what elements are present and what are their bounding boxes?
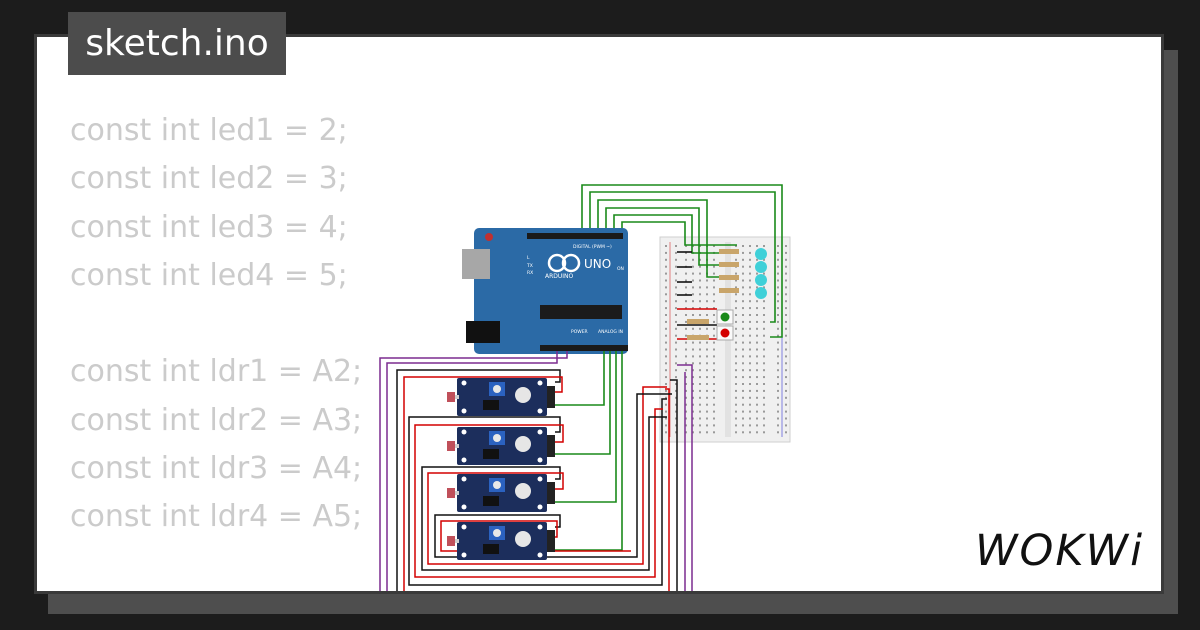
l-label: L xyxy=(527,255,530,261)
circuit-diagram: UNO ARDUINO DIGITAL (PWM ~) ANALOG IN PO… xyxy=(379,184,791,591)
file-name-tab[interactable]: sketch.ino xyxy=(68,12,286,75)
project-card[interactable]: const int led1 = 2; const int led2 = 3; co… xyxy=(34,34,1164,594)
arduino-brand: UNO xyxy=(584,257,611,271)
tx-label: TX xyxy=(526,263,533,269)
led-1 xyxy=(755,248,767,260)
code-line: const int ldr4 = A5; xyxy=(70,499,363,535)
wokwi-logo-text: WOKWi xyxy=(975,526,1144,576)
code-line: const int led4 = 5; xyxy=(70,257,348,293)
led-3 xyxy=(755,274,767,286)
code-line: const int led3 = 4; xyxy=(70,209,348,245)
code-line: const int led1 = 2; xyxy=(70,113,348,148)
digital-wires xyxy=(581,184,783,340)
analog-wires xyxy=(555,351,623,551)
digital-label: DIGITAL (PWM ~) xyxy=(573,244,612,250)
red-button xyxy=(720,328,730,338)
code-line: const int ldr1 = A2; xyxy=(70,354,363,390)
code-preview: const int led1 = 2; const int led2 = 3; co… xyxy=(70,107,446,591)
ldr-modules xyxy=(447,378,555,560)
led-2 xyxy=(755,261,767,273)
green-button xyxy=(720,312,730,322)
power-label: POWER xyxy=(571,329,588,335)
ldr-module-4 xyxy=(447,522,555,560)
arduino-uno: UNO ARDUINO DIGITAL (PWM ~) ANALOG IN PO… xyxy=(462,228,628,354)
code-line: const int ldr3 = A4; xyxy=(70,451,363,487)
ldr-module-2 xyxy=(447,427,555,465)
arduino-label: ARDUINO xyxy=(545,273,574,280)
code-line: const int led2 = 3; xyxy=(70,161,348,197)
power-wires xyxy=(379,351,693,591)
rx-label: RX xyxy=(527,270,533,276)
on-label: ON xyxy=(617,266,624,272)
led-group xyxy=(687,248,767,341)
ldr-module-3 xyxy=(447,474,555,512)
analog-label: ANALOG IN xyxy=(598,329,623,335)
wokwi-logo[interactable]: WOKWi xyxy=(940,490,1160,580)
code-line: const int ldr2 = A3; xyxy=(70,402,363,438)
led-4 xyxy=(755,287,767,299)
ldr-module-1 xyxy=(447,378,555,416)
